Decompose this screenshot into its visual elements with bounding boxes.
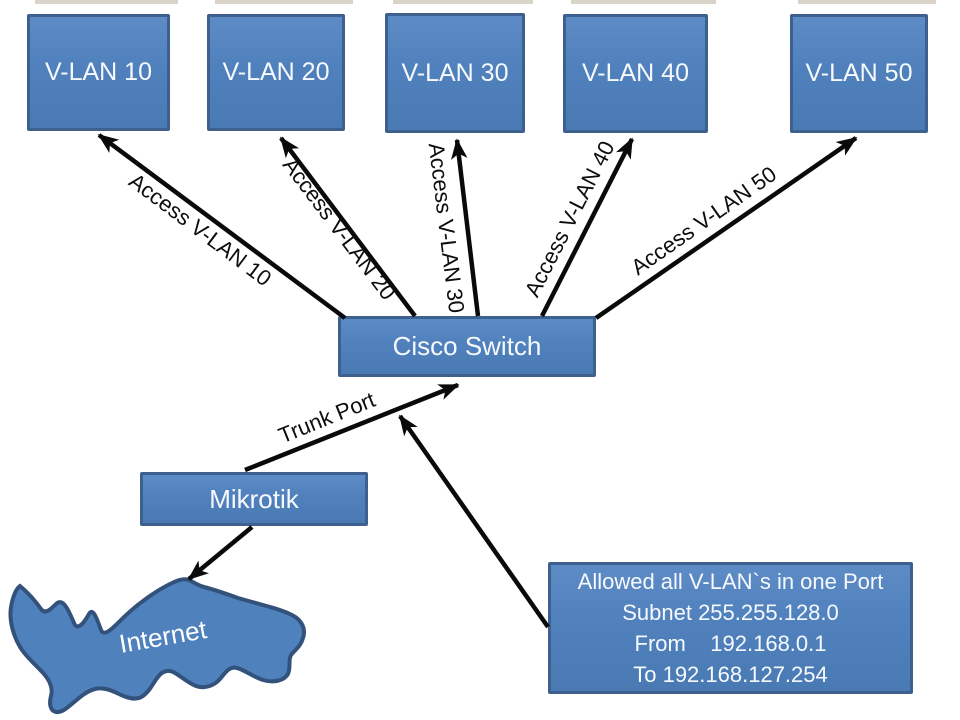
edge-label-access-vlan-50: Access V-LAN 50 (626, 161, 781, 280)
edge-info-callout (398, 414, 550, 629)
edge-label-access-vlan-10: Access V-LAN 10 (124, 168, 277, 292)
node-mikrotik-label: Mikrotik (209, 483, 299, 514)
edge-label-trunk-port: Trunk Port (274, 386, 379, 449)
node-vlan-30-label: V-LAN 30 (401, 58, 509, 87)
top-edge-strip (798, 0, 936, 4)
info-line-to: To 192.168.127.254 (633, 662, 828, 687)
top-edge-strip (393, 0, 533, 4)
node-vlan-40-label: V-LAN 40 (581, 59, 689, 87)
edge-label-access-vlan-20: Access V-LAN 20 (277, 152, 401, 305)
info-line-subnet: Subnet 255.255.128.0 (622, 600, 839, 625)
node-cisco-switch: Cisco Switch (338, 316, 596, 377)
node-vlan-50: V-LAN 50 (790, 14, 928, 133)
node-vlan-10-label: V-LAN 10 (44, 58, 152, 86)
node-vlan-20: V-LAN 20 (207, 14, 345, 131)
node-vlan-30: V-LAN 30 (385, 13, 525, 133)
edge-label-access-vlan-30: Access V-LAN 30 (423, 141, 470, 315)
node-vlan-10: V-LAN 10 (27, 14, 170, 131)
edge-mikrotik-internet (187, 525, 254, 581)
node-mikrotik: Mikrotik (140, 472, 368, 526)
top-edge-strip (215, 0, 353, 4)
top-edge-strip (35, 0, 178, 4)
node-internet-label: Internet (116, 614, 209, 659)
edge-label-access-vlan-40: Access V-LAN 40 (519, 136, 620, 301)
info-line-allowed: Allowed all V-LAN`s in one Port (577, 569, 884, 594)
top-edge-strip (571, 0, 716, 4)
node-info-box: Allowed all V-LAN`s in one Port Subnet 2… (548, 562, 913, 694)
node-vlan-20-label: V-LAN 20 (222, 58, 330, 86)
edge-access-vlan-50 (594, 136, 858, 320)
edge-access-vlan-10 (97, 133, 347, 320)
node-vlan-50-label: V-LAN 50 (805, 59, 913, 87)
info-line-from: From 192.168.0.1 (634, 631, 827, 656)
node-vlan-40: V-LAN 40 (563, 14, 708, 133)
node-cisco-switch-label: Cisco Switch (392, 331, 542, 361)
